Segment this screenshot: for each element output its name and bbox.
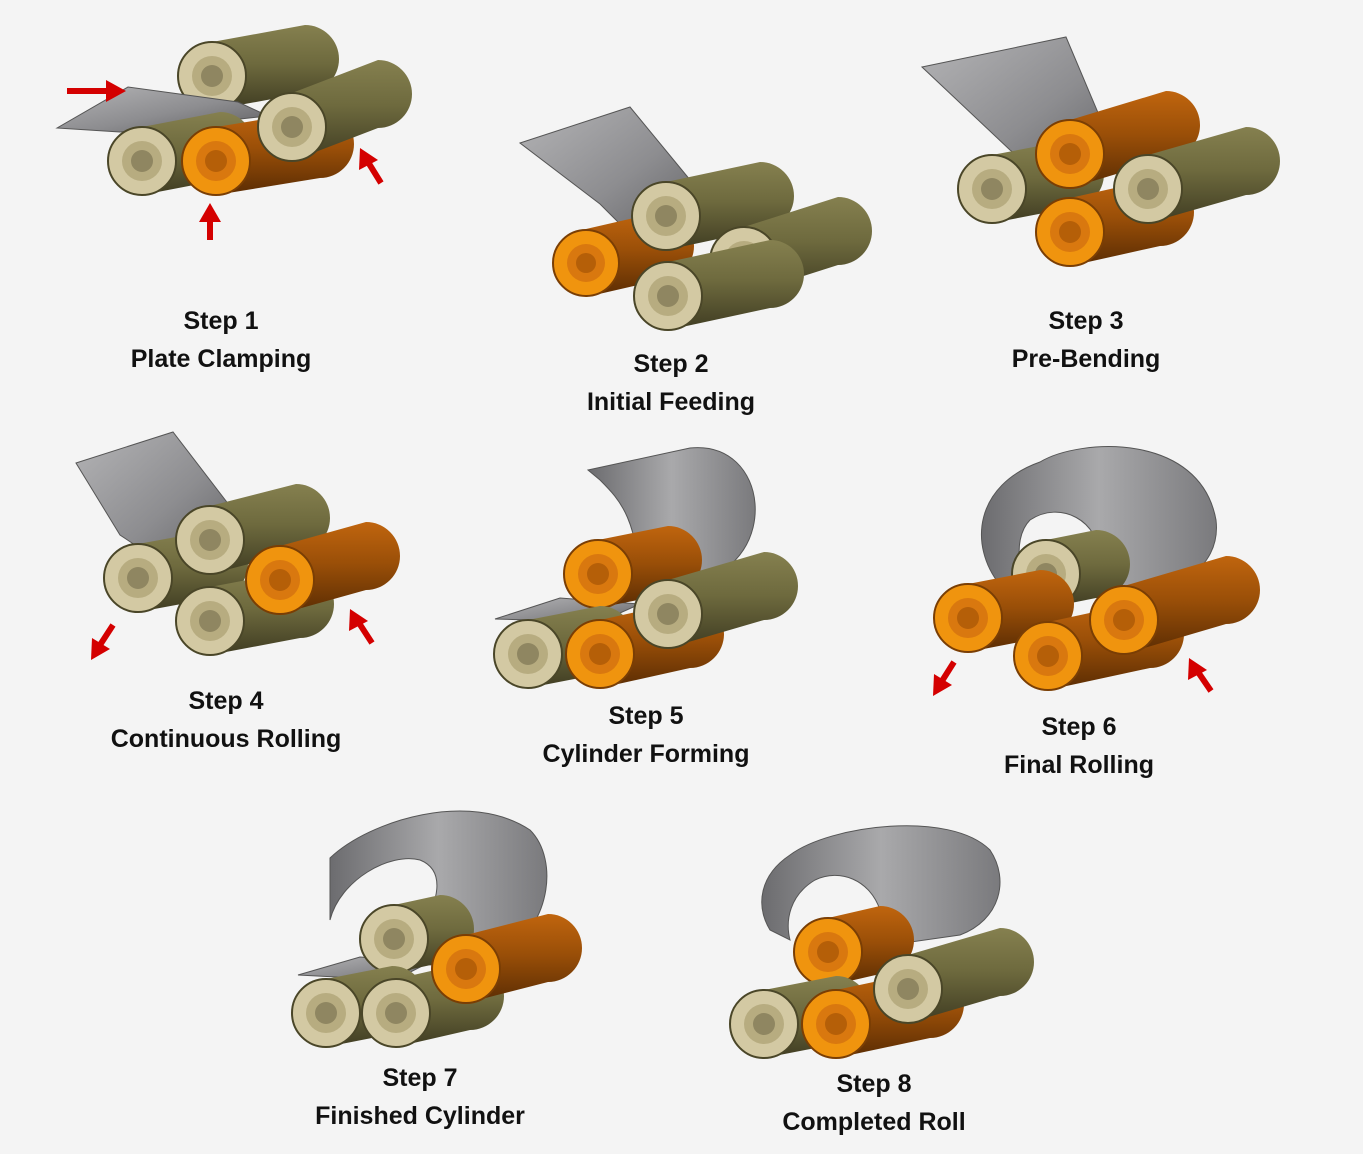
step-number: Step 3	[1048, 307, 1124, 335]
step-1-illustration	[55, 25, 412, 240]
curled-sheet	[761, 825, 1001, 946]
down-left-arrow	[933, 660, 957, 696]
right-roller	[1113, 127, 1280, 224]
step-8-illustration	[729, 825, 1034, 1059]
step-1-caption: Step 1 Plate Clamping	[130, 307, 312, 373]
step-title: Plate Clamping	[130, 345, 312, 373]
up-left-arrow	[349, 609, 375, 645]
down-left-arrow	[91, 623, 116, 660]
step-title: Initial Feeding	[586, 388, 756, 416]
step-2-illustration	[518, 106, 872, 331]
step-number: Step 4	[188, 687, 264, 715]
right-orange-roller	[1089, 556, 1260, 655]
orange-roller	[431, 914, 582, 1004]
step-4-caption: Step 4 Continuous Rolling	[110, 687, 342, 753]
step-3-caption: Step 3 Pre-Bending	[1011, 307, 1161, 373]
step-number: Step 8	[836, 1070, 912, 1098]
step-8-caption: Step 8 Completed Roll	[782, 1070, 966, 1136]
step-7-illustration	[291, 810, 582, 1048]
side-roller	[257, 60, 412, 162]
step-7-caption: Step 7 Finished Cylinder	[315, 1064, 525, 1130]
step-6-caption: Step 6 Final Rolling	[1004, 713, 1154, 779]
step-3-illustration	[920, 36, 1280, 267]
lower-center-roller	[181, 110, 354, 196]
top-roller	[177, 25, 339, 111]
right-roller	[633, 552, 798, 649]
orange-roller	[245, 522, 400, 615]
diagonal-up-arrow	[359, 148, 384, 185]
step-number: Step 5	[608, 702, 684, 730]
step-number: Step 7	[382, 1064, 458, 1092]
top-roller	[359, 895, 474, 974]
step-number: Step 1	[183, 307, 259, 335]
step-number: Step 2	[633, 350, 709, 378]
step-title: Final Rolling	[1004, 751, 1154, 779]
top-orange-roller	[1035, 91, 1200, 189]
step-title: Finished Cylinder	[315, 1102, 525, 1130]
step-title: Completed Roll	[782, 1108, 966, 1136]
step-title: Pre-Bending	[1011, 345, 1161, 373]
right-roller	[873, 928, 1034, 1024]
step-4-illustration	[75, 431, 400, 660]
up-left-arrow	[1188, 658, 1214, 693]
bottom-up-arrow	[199, 203, 221, 240]
feed-direction-arrow	[67, 80, 126, 102]
step-number: Step 6	[1041, 713, 1117, 741]
step-6-illustration	[933, 446, 1260, 696]
step-2-caption: Step 2 Initial Feeding	[586, 350, 756, 416]
step-title: Cylinder Forming	[542, 740, 750, 768]
step-5-illustration	[493, 447, 798, 689]
bottom-roller	[633, 240, 804, 331]
step-5-caption: Step 5 Cylinder Forming	[542, 702, 750, 768]
step-title: Continuous Rolling	[110, 725, 342, 753]
